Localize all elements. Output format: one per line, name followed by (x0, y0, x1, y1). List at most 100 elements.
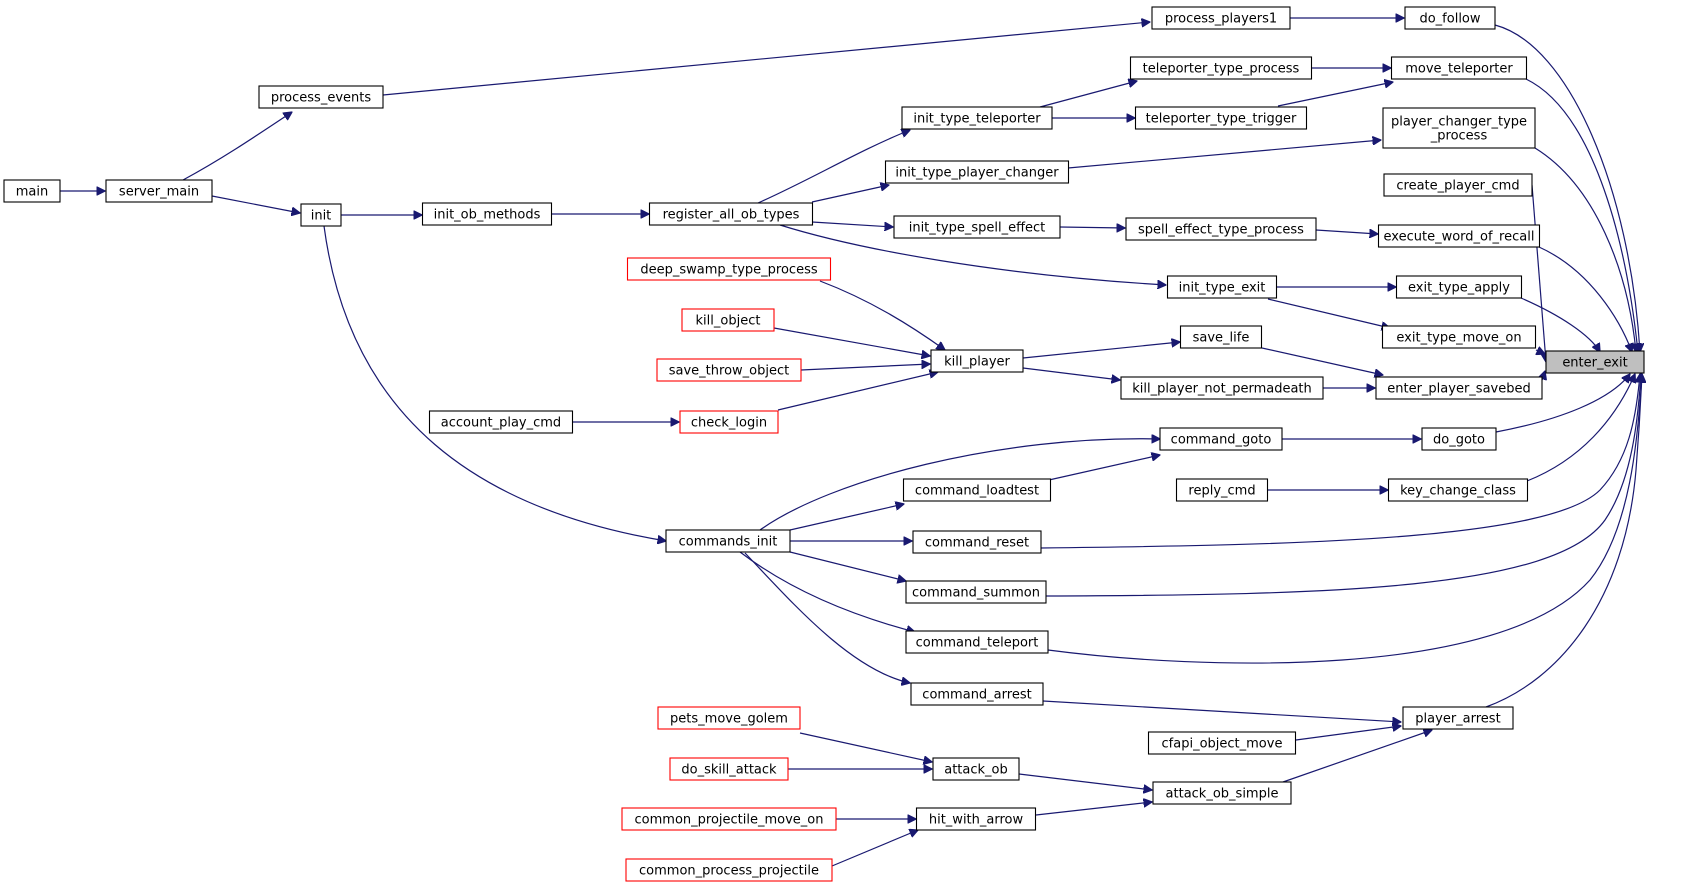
node-execute_word_of_recall[interactable]: execute_word_of_recall (1377, 224, 1541, 248)
node-label: command_loadtest (915, 484, 1039, 499)
node-command_arrest[interactable]: command_arrest (910, 682, 1044, 706)
node-spell_effect_type_process[interactable]: spell_effect_type_process (1125, 217, 1317, 241)
node-box (1545, 350, 1645, 374)
node-label: server_main (119, 185, 199, 200)
node-register_all_ob_types[interactable]: register_all_ob_types (648, 202, 814, 226)
node-label: save_life (1193, 331, 1250, 346)
node-label: attack_ob (944, 763, 1008, 778)
node-attack_ob_simple[interactable]: attack_ob_simple (1152, 781, 1292, 805)
node-box (626, 257, 832, 281)
node-create_player_cmd[interactable]: create_player_cmd (1383, 173, 1533, 197)
node-box (665, 529, 791, 553)
node-label: command_teleport (916, 636, 1039, 651)
node-label: kill_player (944, 355, 1010, 370)
edge-spell_effect_type_process-to-execute_word_of_recall (1315, 230, 1378, 234)
node-enter_exit[interactable]: enter_exit (1545, 350, 1645, 374)
node-common_projectile_move_on[interactable]: common_projectile_move_on (621, 807, 837, 831)
node-init[interactable]: init (300, 203, 342, 227)
node-init_type_player_changer[interactable]: init_type_player_changer (884, 160, 1070, 184)
node-command_reset[interactable]: command_reset (912, 530, 1042, 554)
edge-commands_init-to-command_teleport (739, 551, 915, 632)
node-label: move_teleporter (1405, 62, 1513, 77)
node-label: do_follow (1419, 12, 1480, 27)
nodes-layer: enter_exit do_follow move_teleporterplayer… (3, 6, 1645, 882)
node-save_throw_object[interactable]: save_throw_object (656, 358, 802, 382)
node-do_skill_attack[interactable]: do_skill_attack (669, 757, 789, 781)
node-teleporter_type_process[interactable]: teleporter_type_process (1129, 56, 1313, 80)
node-command_loadtest[interactable]: command_loadtest (902, 478, 1052, 502)
node-label: reply_cmd (1188, 484, 1255, 499)
node-label: main (16, 185, 48, 200)
node-label: account_play_cmd (441, 416, 561, 431)
node-label: enter_exit (1562, 356, 1627, 371)
node-init_type_spell_effect[interactable]: init_type_spell_effect (893, 215, 1061, 239)
node-box (912, 530, 1042, 554)
node-cfapi_object_move[interactable]: cfapi_object_move (1147, 731, 1297, 755)
edge-deep_swamp_type_process-to-kill_player (819, 280, 945, 350)
edge-commands_init-to-command_arrest (744, 552, 910, 683)
node-init_type_teleporter[interactable]: init_type_teleporter (901, 106, 1053, 130)
node-kill_player_not_permadeath[interactable]: kill_player_not_permadeath (1120, 376, 1324, 400)
edge-teleporter_type_trigger-to-move_teleporter (1277, 82, 1393, 107)
node-hit_with_arrow[interactable]: hit_with_arrow (915, 807, 1037, 831)
node-command_teleport[interactable]: command_teleport (905, 630, 1049, 654)
node-box (621, 807, 837, 831)
node-command_goto[interactable]: command_goto (1159, 427, 1283, 451)
node-label: command_goto (1171, 433, 1272, 448)
node-player_changer_type_process[interactable]: player_changer_type_process (1382, 107, 1536, 149)
edge-kill_player-to-kill_player_not_permadeath (1022, 367, 1120, 380)
edge-create_player_cmd-to-enter_exit (1531, 184, 1546, 362)
node-common_process_projectile[interactable]: common_process_projectile (625, 858, 833, 882)
node-label: command_summon (912, 586, 1040, 601)
node-pets_move_golem[interactable]: pets_move_golem (657, 706, 801, 730)
edge-attack_ob_simple-to-player_arrest (1282, 730, 1432, 783)
node-do_goto[interactable]: do_goto (1421, 427, 1497, 451)
node-box (669, 757, 789, 781)
node-init_type_exit[interactable]: init_type_exit (1166, 275, 1278, 299)
edge-register_all_ob_types-to-init_type_teleporter (757, 130, 910, 204)
node-server_main[interactable]: server_main (105, 179, 213, 203)
node-attack_ob[interactable]: attack_ob (932, 757, 1020, 781)
node-process_events[interactable]: process_events (258, 85, 384, 109)
node-label: cfapi_object_move (1162, 737, 1283, 752)
node-box (932, 757, 1020, 781)
edge-register_all_ob_types-to-init_type_player_changer (811, 185, 889, 203)
node-box (1125, 217, 1317, 241)
node-move_teleporter[interactable]: move_teleporter (1390, 56, 1528, 80)
edge-command_reset-to-enter_exit (1040, 374, 1640, 549)
node-command_summon[interactable]: command_summon (905, 580, 1047, 604)
node-exit_type_move_on[interactable]: exit_type_move_on (1381, 325, 1537, 349)
node-main[interactable]: main (3, 179, 61, 203)
node-kill_object[interactable]: kill_object (681, 308, 775, 332)
node-check_login[interactable]: check_login (679, 410, 779, 434)
node-teleporter_type_trigger[interactable]: teleporter_type_trigger (1134, 106, 1308, 130)
node-box (1377, 224, 1541, 248)
node-label: init_type_spell_effect (909, 221, 1046, 236)
node-commands_init[interactable]: commands_init (665, 529, 791, 553)
node-label: exit_type_apply (1408, 281, 1510, 296)
node-box (1421, 427, 1497, 451)
edge-pets_move_golem-to-attack_ob (799, 732, 932, 762)
node-save_life[interactable]: save_life (1179, 325, 1263, 349)
node-exit_type_apply[interactable]: exit_type_apply (1395, 275, 1523, 299)
node-player_arrest[interactable]: player_arrest (1402, 706, 1514, 730)
node-process_players1[interactable]: process_players1 (1151, 6, 1291, 30)
node-label: player_arrest (1415, 712, 1500, 727)
node-label: teleporter_type_process (1143, 62, 1300, 77)
node-do_follow[interactable]: do_follow (1404, 6, 1496, 30)
node-box (884, 160, 1070, 184)
edge-commands_init-to-command_summon (789, 551, 906, 581)
node-box (1166, 275, 1278, 299)
edge-process_events-to-process_players1 (382, 22, 1150, 96)
node-kill_player[interactable]: kill_player (930, 349, 1024, 373)
node-reply_cmd[interactable]: reply_cmd (1175, 478, 1269, 502)
edge-hit_with_arrow-to-attack_ob_simple (1035, 802, 1152, 816)
node-label: teleporter_type_trigger (1146, 112, 1297, 127)
node-init_ob_methods[interactable]: init_ob_methods (421, 202, 553, 226)
node-account_play_cmd[interactable]: account_play_cmd (428, 410, 574, 434)
node-label: execute_word_of_recall (1384, 230, 1535, 245)
node-deep_swamp_type_process[interactable]: deep_swamp_type_process (626, 257, 832, 281)
node-label: exit_type_move_on (1396, 331, 1521, 346)
node-enter_player_savebed[interactable]: enter_player_savebed (1375, 376, 1543, 400)
node-key_change_class[interactable]: key_change_class (1387, 478, 1529, 502)
